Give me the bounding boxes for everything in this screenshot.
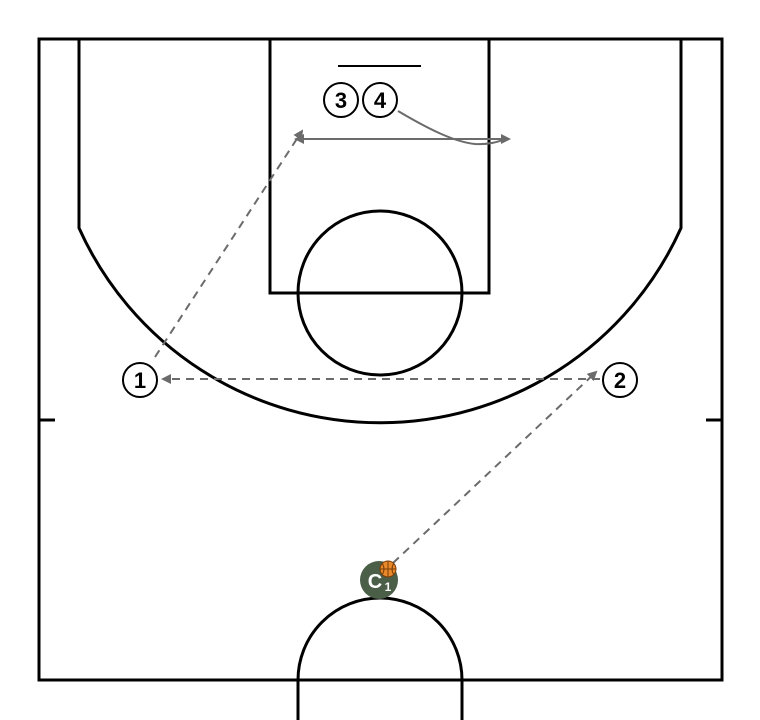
player-4: 4	[362, 82, 398, 118]
pass-arrow-coach-to-2	[392, 370, 598, 564]
player-2-label: 2	[614, 368, 626, 393]
pass-arrow-1-to-post	[154, 129, 304, 358]
three-point-line	[77, 39, 683, 425]
player-3-label: 3	[335, 88, 347, 113]
player-4-circle	[362, 82, 398, 118]
basketball-icon	[379, 560, 397, 578]
player-2: 2	[602, 362, 638, 398]
player-1-circle	[122, 362, 158, 398]
player-1-label: 1	[134, 368, 146, 393]
coach-label: C	[368, 571, 382, 593]
coach-sublabel: 1	[385, 580, 392, 594]
player-4-label: 4	[374, 88, 387, 113]
action-lines	[154, 110, 600, 564]
player-2-circle	[602, 362, 638, 398]
coach: C 1	[360, 560, 398, 599]
center-circle	[296, 596, 464, 720]
player-3: 3	[323, 82, 359, 118]
player-3-circle	[323, 82, 359, 118]
player-1: 1	[122, 362, 158, 398]
paint-lane	[268, 37, 491, 295]
free-throw-circle	[296, 209, 464, 377]
